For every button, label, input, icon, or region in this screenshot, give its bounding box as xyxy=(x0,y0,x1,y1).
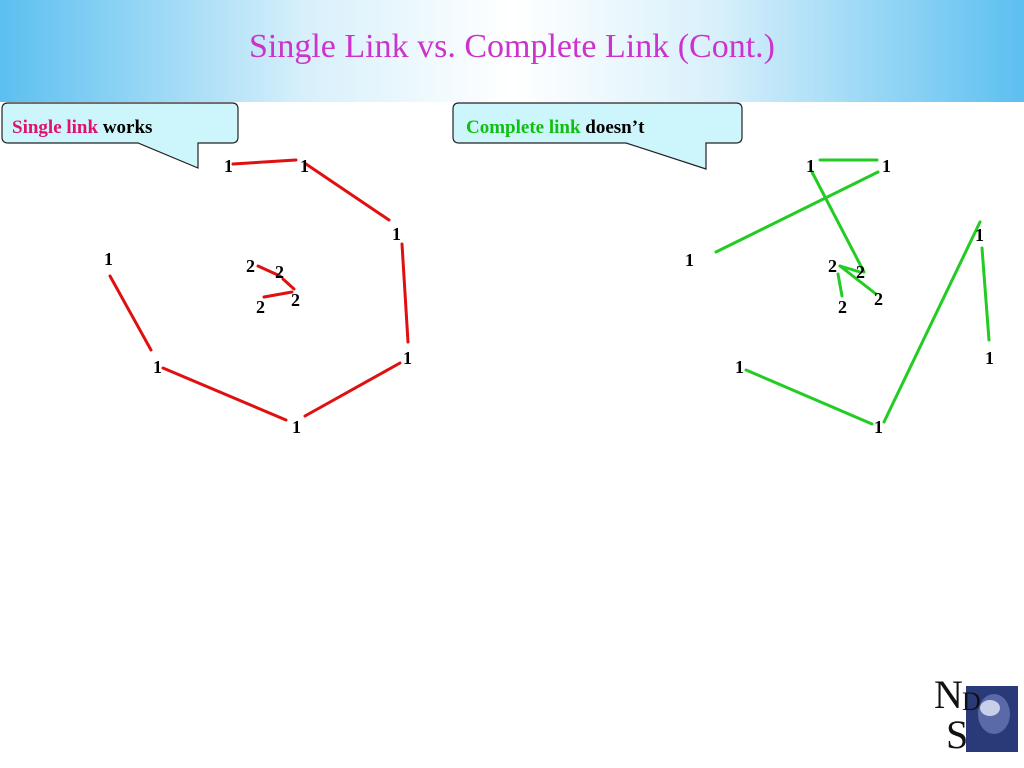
single-link-edges xyxy=(108,158,410,422)
node-label: 1 xyxy=(403,348,412,368)
edge xyxy=(400,242,410,344)
svg-text:N: N xyxy=(934,674,963,717)
node-label: 2 xyxy=(838,297,847,317)
node-label: 1 xyxy=(300,156,309,176)
complete-link-labels: 1 1 1 1 1 1 1 2 2 2 2 xyxy=(685,156,994,437)
node-label: 1 xyxy=(985,348,994,368)
node-label: 2 xyxy=(856,262,865,282)
single-link-labels: 1 1 1 1 1 1 1 2 2 2 2 xyxy=(104,156,412,437)
edge xyxy=(980,246,991,342)
edge xyxy=(304,162,391,222)
svg-text:S: S xyxy=(946,712,968,754)
node-label: 2 xyxy=(256,297,265,317)
node-label: 1 xyxy=(104,249,113,269)
slide-title: Single Link vs. Complete Link (Cont.) xyxy=(248,28,776,65)
complete-link-edges xyxy=(714,158,991,426)
node-label: 1 xyxy=(685,250,694,270)
svg-text:Single link works: Single link works xyxy=(12,117,152,138)
edge xyxy=(303,361,402,418)
edge xyxy=(838,264,862,274)
svg-text:Complete link doesn’t: Complete link doesn’t xyxy=(466,117,645,138)
node-label: 2 xyxy=(874,289,883,309)
callout-single-link: Single link works xyxy=(1,102,239,169)
edge xyxy=(108,274,153,352)
node-label: 1 xyxy=(153,357,162,377)
svg-text:D: D xyxy=(962,687,981,716)
edge xyxy=(231,158,298,166)
node-label: 2 xyxy=(291,290,300,310)
node-label: 1 xyxy=(806,156,815,176)
edge xyxy=(838,264,878,296)
node-label: 1 xyxy=(224,156,233,176)
callout-bubble-right xyxy=(452,102,743,170)
edge xyxy=(836,272,844,298)
node-label: 1 xyxy=(882,156,891,176)
edge xyxy=(281,277,296,291)
node-label: 1 xyxy=(735,357,744,377)
node-label: 2 xyxy=(828,256,837,276)
title-bar xyxy=(0,0,1024,102)
nds-logo: N D S xyxy=(934,674,1018,754)
callout-complete-link: Complete link doesn’t xyxy=(452,102,743,170)
edge xyxy=(810,170,866,274)
edge xyxy=(882,220,982,424)
node-label: 1 xyxy=(975,225,984,245)
node-label: 1 xyxy=(392,224,401,244)
callout-left-emphasis: Single link xyxy=(12,117,98,138)
node-label: 1 xyxy=(874,417,883,437)
node-label: 2 xyxy=(246,256,255,276)
edge xyxy=(262,290,294,299)
node-label: 1 xyxy=(292,417,301,437)
callout-right-emphasis: Complete link xyxy=(466,117,581,138)
callout-right-rest: doesn’t xyxy=(581,117,646,138)
edge xyxy=(256,264,282,278)
edge xyxy=(744,368,874,426)
node-label: 2 xyxy=(275,262,284,282)
edge xyxy=(161,366,288,422)
edge xyxy=(714,170,880,254)
callout-left-rest: works xyxy=(98,117,152,138)
callout-bubble-left xyxy=(1,102,239,169)
